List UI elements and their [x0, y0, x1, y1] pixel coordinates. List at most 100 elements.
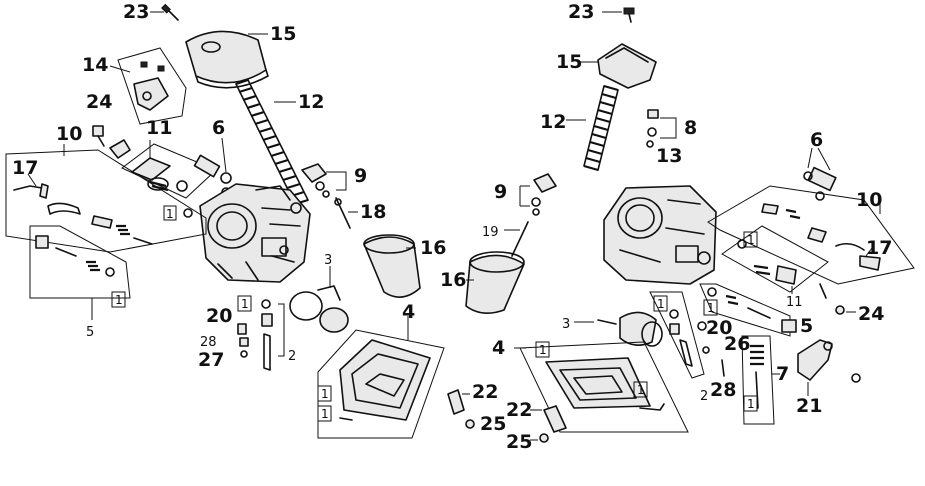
callout-2-right: 2: [700, 389, 708, 404]
callout-25-right: 25: [506, 431, 532, 453]
washer-26: [702, 346, 710, 354]
callout-3-right: 3: [562, 317, 570, 332]
screw-25-right: [539, 433, 549, 443]
callout-4-right: 4: [492, 337, 505, 359]
callout-9-left: 9: [354, 165, 367, 187]
callout-25-left: 25: [480, 413, 506, 435]
bracket-22-right: [543, 405, 567, 433]
bolt-24-right: [819, 283, 845, 315]
callout-18: 18: [360, 201, 386, 223]
box-1-h: [653, 295, 668, 312]
drain-screw-left: [339, 417, 353, 421]
callout-26: 26: [724, 333, 750, 355]
callout-27: 27: [198, 349, 224, 371]
air-funnel-16-right: [465, 251, 525, 314]
box-1-e: [317, 405, 332, 422]
callout-5-left: 5: [86, 325, 94, 340]
box-1-c-label: 1: [241, 297, 249, 311]
box-1-a-label: 1: [166, 207, 174, 221]
box-1-k-label: 1: [637, 383, 645, 397]
choke-cable-assy-10-left: [5, 149, 207, 253]
screw-set-8-right: [646, 109, 659, 148]
callout-2-left: 2: [288, 349, 296, 364]
main-jet-frame-right: [649, 291, 705, 379]
valve-6-right: [803, 166, 837, 201]
callout-17-left: 17: [12, 157, 38, 179]
box-1-f-label: 1: [747, 233, 755, 247]
box-1-g: [703, 299, 718, 316]
callout-6-right: 6: [810, 129, 823, 151]
accelerator-pump-11-left: [121, 143, 217, 199]
callout-12-right: 12: [540, 111, 566, 133]
screw-23-right: [623, 7, 635, 23]
callout-12-left: 12: [298, 91, 324, 113]
callout-16-right: 16: [440, 269, 466, 291]
callout-19: 19: [482, 225, 499, 240]
callout-21: 21: [796, 395, 822, 417]
callout-22-left: 22: [472, 381, 498, 403]
callout-10-right: 10: [856, 189, 882, 211]
chamber-cover-15-left: [185, 30, 269, 89]
intake-joint-3-right: [597, 311, 663, 347]
screw-25-left: [465, 419, 475, 429]
main-jet-set-2-right: [669, 309, 693, 367]
box-1-g-label: 1: [707, 301, 715, 315]
callout-28-left: 28: [200, 335, 217, 350]
box-1-i-label: 1: [747, 397, 755, 411]
needle-holder-9-left: [301, 163, 330, 198]
screw-23-left: [161, 3, 179, 21]
o-ring-20-right: [697, 321, 707, 331]
cap-5-right: [781, 319, 797, 333]
needle-holder-9-right: [531, 173, 557, 216]
callout-24-left: 24: [86, 91, 112, 113]
callout-24-right: 24: [858, 303, 884, 325]
jet-needle-18: [334, 197, 351, 229]
o-ring-a: [183, 208, 193, 218]
box-1-h-label: 1: [657, 297, 665, 311]
box-1-d: [317, 385, 332, 402]
callout-11-right: 11: [786, 295, 803, 310]
callout-4-left: 4: [402, 301, 415, 323]
carburetor-body-left: [199, 183, 311, 283]
callout-3-left: 3: [324, 253, 332, 268]
callout-22-right: 22: [506, 399, 532, 421]
callout-20-right: 20: [706, 317, 732, 339]
box-1-j: [535, 341, 550, 358]
carburetor-body-right: [603, 185, 717, 285]
callout-23-left: 23: [123, 1, 149, 23]
callout-14: 14: [82, 54, 108, 76]
intake-joint-3-left: [289, 285, 349, 333]
callout-10-left: 10: [56, 123, 82, 145]
throttle-stop-7: [741, 335, 775, 425]
bolt-24-left: [92, 125, 105, 147]
choke-cable-assy-10-right: [707, 185, 915, 285]
callout-28-right: 28: [710, 379, 736, 401]
box-1-b: [111, 291, 126, 308]
main-jet-set-2-left: [237, 299, 273, 371]
screw-28-right: [721, 359, 725, 377]
jet-needle-19: [511, 221, 529, 257]
spring-12-left: [235, 78, 309, 206]
float-chamber-4-right: [519, 341, 689, 433]
clip-bracket: [109, 139, 131, 159]
callout-7: 7: [776, 363, 789, 385]
box-1-i: [743, 395, 758, 412]
callout-16-left: 16: [420, 237, 446, 259]
box-1-j-label: 1: [539, 343, 547, 357]
callout-15-right: 15: [556, 51, 582, 73]
accelerator-pump-11-right: [721, 225, 829, 293]
air-funnel-16-left: [363, 234, 421, 298]
spring-12-right: [583, 84, 619, 172]
callout-5-right: 5: [800, 315, 813, 337]
breather-set-14: [117, 47, 187, 125]
chamber-cover-15-right: [597, 43, 657, 89]
box-1-a: [163, 205, 177, 221]
callout-11-left: 11: [146, 117, 172, 139]
callout-20-left: 20: [206, 305, 232, 327]
callout-15-left: 15: [270, 23, 296, 45]
drain-screw-right: [639, 403, 665, 411]
callout-6-left: 6: [212, 117, 225, 139]
box-1-k: [633, 381, 648, 398]
bracket-22-left: [447, 389, 465, 415]
